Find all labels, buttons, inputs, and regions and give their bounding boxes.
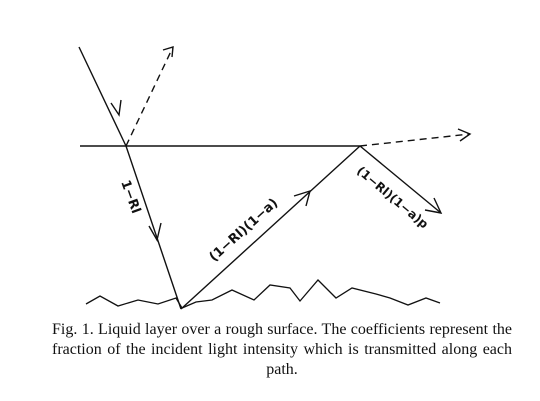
rough-surface — [85, 279, 441, 309]
reflected-arrowhead — [162, 46, 174, 58]
label-path-up: (1−Rl)(1−a) — [207, 196, 282, 265]
incident-ray — [78, 46, 127, 147]
internal-reflection-ray — [359, 145, 442, 214]
reflected-ray-up — [180, 145, 361, 310]
reflected-dashed-ray — [125, 46, 174, 147]
figure-caption: Fig. 1. Liquid layer over a rough surfac… — [52, 321, 512, 378]
reflected-up-arrowhead — [293, 189, 312, 207]
incident-arrowhead — [110, 99, 122, 117]
refracted-ray-down — [125, 145, 182, 310]
transmitted-dashed-ray — [359, 133, 471, 147]
transmitted-arrowhead — [457, 128, 472, 142]
refracted-down-arrowhead — [148, 222, 162, 242]
internal-reflection-arrowhead — [424, 197, 443, 214]
